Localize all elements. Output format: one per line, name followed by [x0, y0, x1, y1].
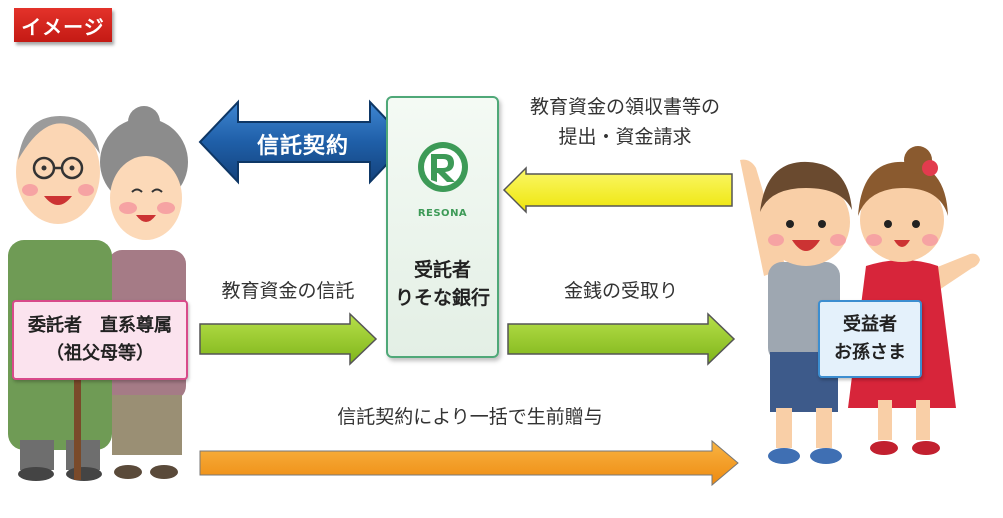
lump-sum-gift-label: 信託契約により一括で生前贈与 [337, 406, 603, 428]
beneficiary-box: 受益者 お孫さま [818, 300, 922, 378]
grantor-box: 委託者 直系尊属 （祖父母等） [12, 300, 188, 380]
beneficiary-line1: 受益者 [843, 314, 897, 335]
contract-label: 信託契約 [256, 134, 349, 159]
money-receipt-label: 金銭の受取り [563, 280, 678, 302]
trustee-label: 受託者 りそな銀行 [388, 256, 497, 312]
resona-logo-text: RESONA [417, 208, 468, 219]
receipt-arrow [507, 312, 736, 366]
trustee-name: りそな銀行 [394, 287, 490, 309]
trustee-role: 受託者 [413, 259, 471, 281]
education-trust-label: 教育資金の信託 [221, 280, 355, 302]
request-label-line1: 教育資金の領収書等の [529, 96, 720, 118]
beneficiary-line2: お孫さま [834, 342, 906, 363]
trust-arrow [199, 312, 378, 366]
grantor-line1: 委託者 直系尊属 [28, 315, 172, 336]
trustee-bank-box: RESONA 受託者 りそな銀行 [386, 96, 499, 358]
request-label-line2: 提出・資金請求 [558, 126, 692, 148]
request-label: 教育資金の領収書等の 提出・資金請求 [520, 92, 730, 152]
gift-arrow [199, 439, 739, 487]
image-tag: イメージ [14, 8, 112, 42]
grandparents-illustration [8, 106, 188, 481]
grantor-line2: （祖父母等） [46, 343, 154, 364]
resona-logo-icon [418, 142, 468, 192]
request-arrow [502, 166, 733, 214]
